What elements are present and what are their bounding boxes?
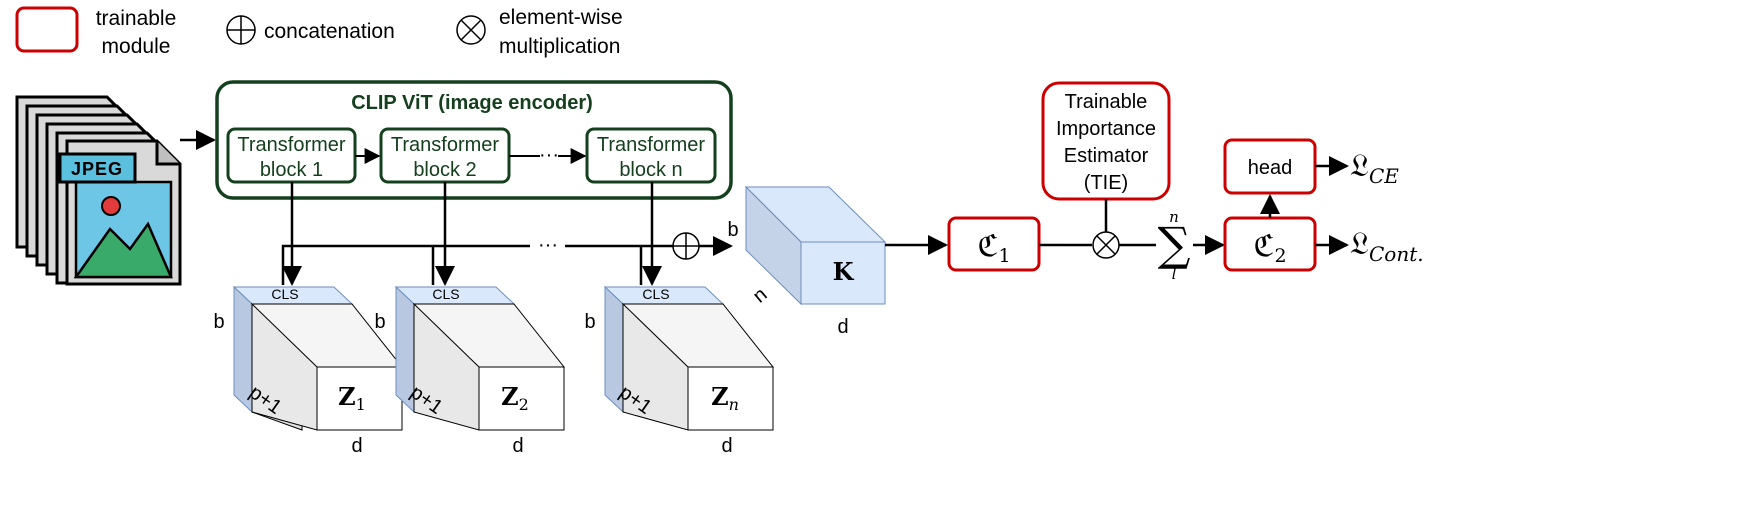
zn-dim-b: b — [584, 311, 595, 333]
jpeg-file-front-icon: JPEG — [58, 139, 182, 286]
concat-symbol-icon — [672, 232, 700, 260]
loss-ce-label: 𝔏CE — [1350, 146, 1399, 188]
z1-dim-d: d — [351, 435, 362, 457]
tensor-zn: CLS b p+1 d Zn — [584, 285, 775, 457]
summation-symbol: ∑ n l — [1158, 208, 1191, 283]
tie-line1: Trainable — [1065, 91, 1148, 113]
k-label: K — [833, 257, 855, 286]
concat-b-label: b — [727, 219, 738, 241]
mountain-icon — [73, 221, 173, 279]
zn-cls-label: CLS — [642, 286, 669, 302]
transformer-block-2-line2: block 2 — [413, 159, 476, 181]
loss-cont-label: 𝔏Cont. — [1350, 224, 1424, 266]
omega1-module: ℭ1 — [947, 216, 1041, 272]
clip-vit-encoder: CLIP ViT (image encoder) Transformer blo… — [215, 80, 733, 200]
z2-dim-d: d — [512, 435, 523, 457]
tie-line4: (TIE) — [1084, 172, 1128, 194]
z1-cls-label: CLS — [271, 286, 298, 302]
transformer-block-n-line2: block n — [619, 159, 682, 181]
sum-lower: l — [1172, 265, 1177, 283]
transformer-block-n: Transformer block n — [585, 127, 717, 184]
multiply-symbol-icon — [456, 15, 486, 45]
transformer-block-n-line1: Transformer — [597, 134, 706, 156]
omega2-module: ℭ2 — [1223, 216, 1317, 272]
head-label: head — [1248, 157, 1293, 179]
tensor-z2: CLS b p+1 d Z2 — [374, 285, 566, 457]
tensor-k: K n d — [744, 185, 887, 338]
block-ellipsis: ··· — [539, 144, 559, 166]
k-dim-n: n — [749, 283, 772, 307]
zn-dim-d: d — [721, 435, 732, 457]
z2-dim-b: b — [374, 311, 385, 333]
jpeg-tag-text: JPEG — [71, 159, 123, 179]
z1-dim-b: b — [213, 311, 224, 333]
legend-concat-label: concatenation — [264, 20, 395, 43]
tie-line3: Estimator — [1064, 145, 1149, 167]
legend-trainable-label-1: trainable — [96, 7, 177, 30]
transformer-block-2: Transformer block 2 — [379, 127, 511, 184]
transformer-block-2-line1: Transformer — [391, 134, 500, 156]
sum-upper: n — [1169, 208, 1179, 226]
omega1-label: ℭ1 — [977, 229, 1010, 267]
z2-cls-label: CLS — [432, 286, 459, 302]
tie-module: Trainable Importance Estimator (TIE) — [1041, 81, 1171, 201]
z1-label: Z1 — [338, 382, 366, 414]
cls-collector-line — [281, 244, 530, 285]
legend-trainable-swatch — [15, 6, 79, 53]
legend-trainable-label-2: module — [102, 35, 171, 58]
zn-label: Zn — [711, 382, 739, 414]
k-dim-d: d — [837, 316, 848, 338]
tensor-z1: CLS b p+1 d Z1 — [213, 285, 404, 457]
cls-ellipsis: ··· — [538, 234, 558, 256]
stacked-jpeg-image-files-icon: JPEG — [15, 95, 182, 286]
transformer-block-1-line2: block 1 — [260, 159, 323, 181]
sun-icon — [101, 196, 121, 216]
legend-mult-label-1: element-wise — [499, 6, 623, 29]
omega2-label: ℭ2 — [1253, 229, 1286, 267]
clip-title: CLIP ViT (image encoder) — [351, 92, 593, 114]
multiply-symbol-icon — [1092, 231, 1120, 259]
sum-symbol: ∑ — [1158, 217, 1191, 271]
tie-line2: Importance — [1056, 118, 1156, 140]
concat-symbol-icon — [226, 15, 256, 45]
head-module: head — [1223, 138, 1317, 195]
legend: trainable module concatenation element-w… — [15, 6, 623, 58]
transformer-block-1: Transformer block 1 — [226, 127, 357, 184]
legend-mult-label-2: multiplication — [499, 35, 620, 58]
transformer-block-1-line1: Transformer — [237, 134, 346, 156]
z2-label: Z2 — [501, 382, 529, 414]
jpeg-tag-icon — [58, 152, 137, 184]
